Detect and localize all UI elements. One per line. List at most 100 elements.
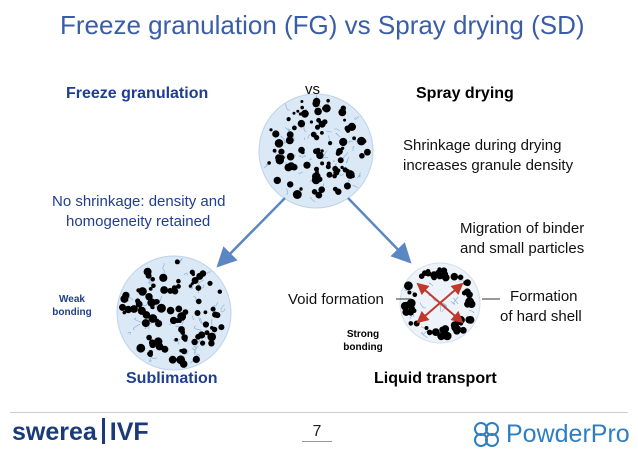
particle — [326, 99, 330, 103]
particle — [300, 106, 304, 110]
particle — [287, 181, 293, 187]
particle — [198, 331, 205, 338]
particle — [315, 170, 319, 174]
swerea-ivf-logo: swereaIVF — [12, 418, 149, 447]
particle — [460, 327, 467, 334]
label-formation-2: of hard shell — [500, 307, 582, 327]
particle — [119, 304, 126, 311]
particle — [352, 136, 356, 140]
particle — [275, 154, 282, 161]
particle — [181, 348, 187, 354]
particle — [149, 287, 153, 291]
particle — [316, 118, 321, 123]
particle — [180, 330, 185, 335]
particle — [138, 287, 147, 296]
particle — [183, 309, 189, 315]
particle — [183, 338, 187, 342]
wet-granule — [259, 94, 373, 208]
label-strong-2: bonding — [340, 341, 386, 354]
label-no-shrinkage-1: No shrinkage: density and — [52, 192, 225, 212]
particle — [200, 341, 205, 346]
particle — [287, 153, 295, 161]
particle — [193, 356, 200, 363]
particle — [432, 328, 440, 336]
particle — [196, 299, 202, 305]
particle — [176, 284, 181, 289]
particle — [212, 327, 218, 333]
particle — [301, 110, 309, 118]
particle — [155, 319, 159, 323]
particle — [362, 139, 366, 143]
label-strong-1: Strong — [340, 328, 386, 341]
label-no-shrinkage-2: homogeneity retained — [66, 212, 210, 232]
particle — [336, 148, 343, 155]
label-migration-1: Migration of binder — [460, 219, 584, 239]
particle — [451, 325, 457, 331]
particle — [269, 128, 272, 131]
particle — [273, 149, 277, 153]
particle — [425, 326, 429, 330]
label-sublimation: Sublimation — [126, 369, 218, 389]
particle — [442, 271, 448, 277]
powderpro-icon — [470, 418, 504, 452]
particle — [287, 117, 291, 121]
particle — [204, 310, 208, 314]
particle — [312, 176, 321, 185]
particle — [272, 130, 279, 137]
particle — [328, 141, 332, 145]
particle — [333, 187, 338, 192]
particle — [167, 288, 173, 294]
particle — [143, 311, 151, 319]
particle — [338, 157, 344, 163]
particle — [196, 285, 202, 291]
particle — [451, 273, 459, 281]
particle — [344, 183, 351, 190]
particle — [409, 305, 415, 311]
particle — [218, 324, 224, 330]
particle — [195, 310, 201, 316]
freeze-granulated-granule — [117, 256, 231, 370]
particle — [436, 270, 440, 274]
particle — [174, 338, 178, 342]
label-formation-1: Formation — [510, 287, 578, 307]
particle — [407, 291, 411, 295]
particle — [316, 148, 321, 153]
particle — [296, 110, 299, 113]
particle — [404, 281, 413, 290]
particle — [409, 321, 414, 326]
particle — [146, 273, 152, 279]
particle — [339, 138, 347, 146]
particle — [364, 149, 371, 156]
particle — [440, 327, 446, 333]
particle — [299, 112, 302, 115]
particle — [458, 275, 464, 281]
particle — [156, 344, 160, 348]
label-migration-2: and small particles — [460, 239, 584, 259]
particle — [464, 279, 471, 286]
particle — [160, 286, 168, 294]
particle — [343, 119, 346, 122]
particle — [314, 135, 319, 140]
particle — [464, 288, 471, 295]
particle — [153, 299, 159, 305]
particle — [301, 151, 305, 155]
particle — [169, 356, 177, 364]
particle — [170, 317, 177, 324]
particle — [291, 164, 298, 171]
particle — [327, 162, 331, 166]
particle — [314, 108, 322, 116]
particle — [318, 186, 325, 193]
page-number: 7 — [302, 423, 332, 442]
label-freeze-granulation: Freeze granulation — [66, 84, 208, 104]
particle — [120, 295, 128, 303]
particle — [320, 161, 324, 165]
particle — [136, 344, 145, 353]
particle — [334, 168, 340, 174]
arrow-to-freeze-granulation — [220, 198, 285, 264]
particle — [316, 152, 323, 159]
particle — [214, 312, 220, 318]
particle — [431, 275, 437, 281]
particle — [466, 298, 472, 304]
particle — [167, 307, 175, 315]
particle — [142, 319, 150, 327]
